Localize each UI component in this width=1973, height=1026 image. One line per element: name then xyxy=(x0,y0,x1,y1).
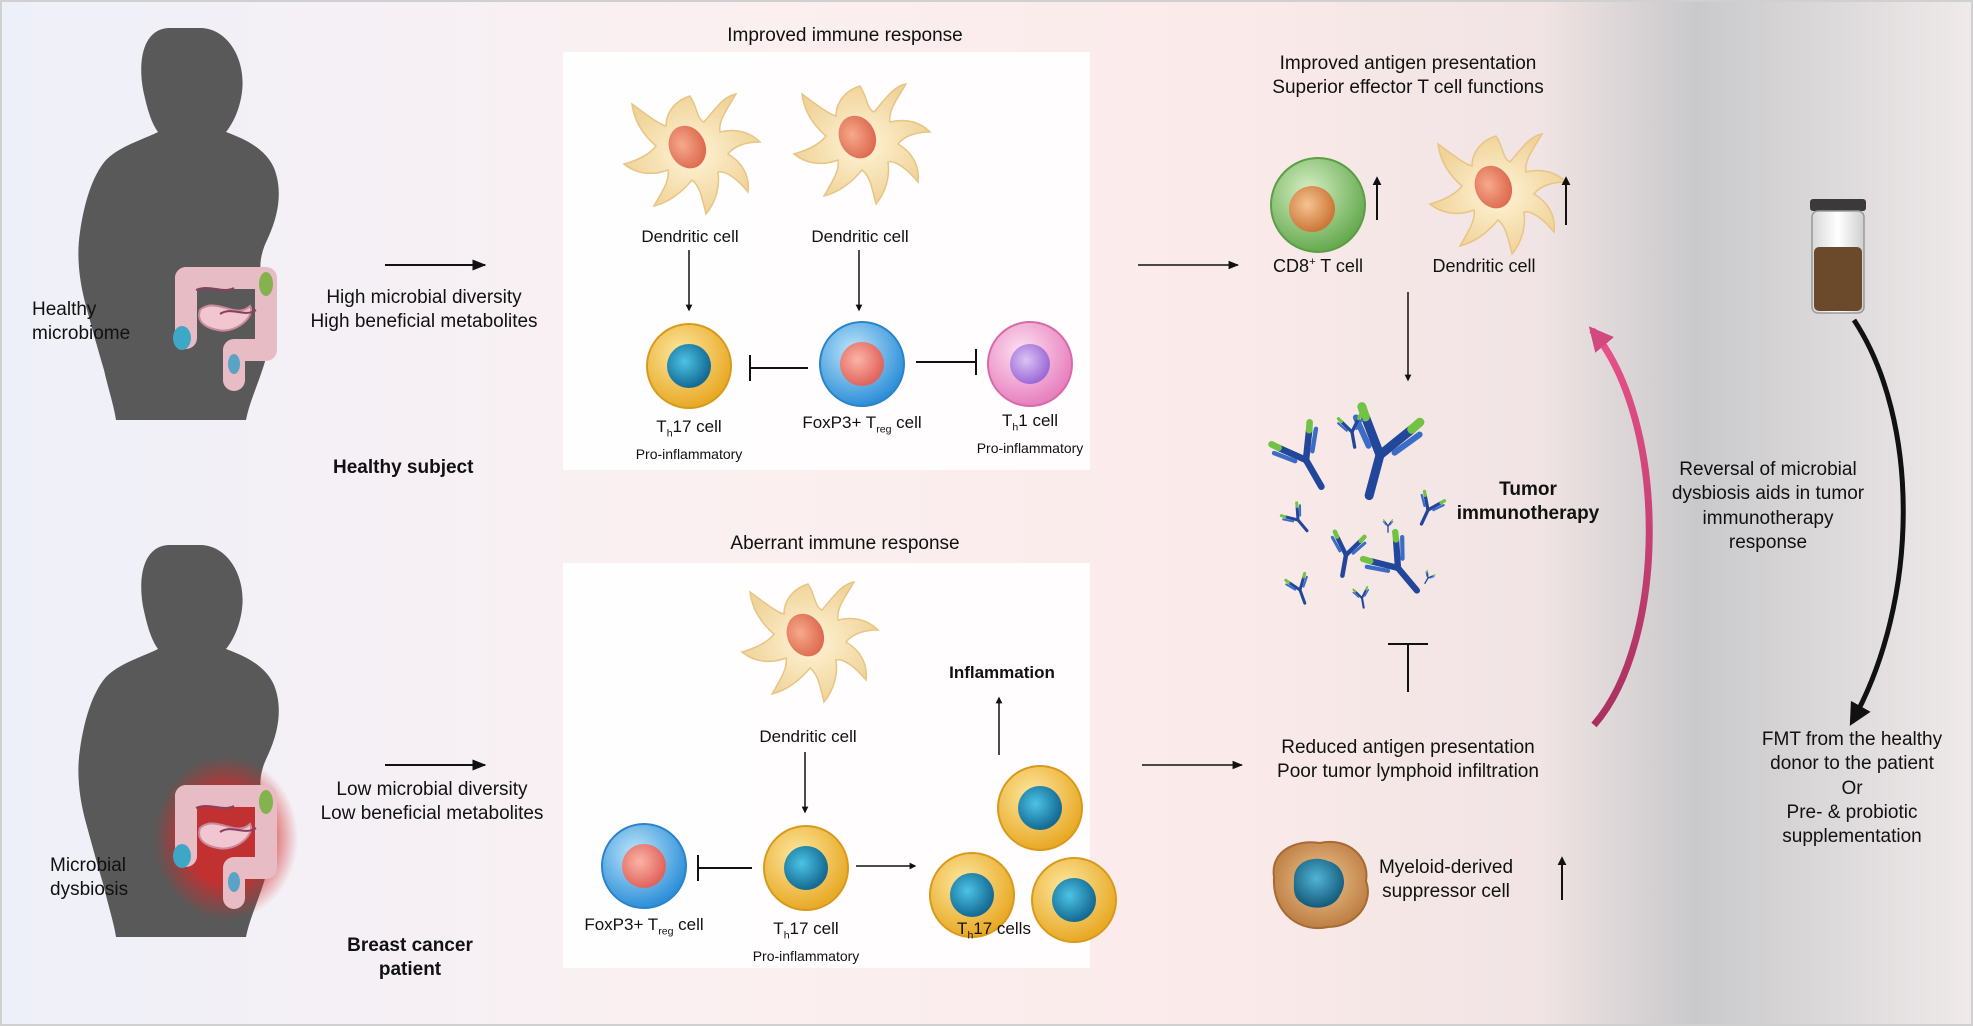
cancer-th17s-sub: h xyxy=(967,929,974,942)
healthy-dc-right-label: Dendritic cell xyxy=(811,227,909,246)
inflammation-label: Inflammation xyxy=(949,663,1055,682)
healthy-th1-label: Th1 cell xyxy=(1002,410,1058,434)
healthy-microbiome-line2: microbiome xyxy=(32,323,131,345)
tumor-line2: immunotherapy xyxy=(1456,503,1600,525)
healthy-microbiome-line1: Healthy xyxy=(32,299,97,320)
healthy-treg-label: FoxP3+ Treg cell xyxy=(802,412,922,436)
cd8-sup: + xyxy=(1309,256,1316,268)
cancer-panel-title: Aberrant immune response xyxy=(730,533,960,554)
healthy-flow-line2: High beneficial metabolites xyxy=(310,311,538,333)
cancer-th17-rest: 17 cell xyxy=(789,919,839,938)
healthy-th17-desc: Pro-inflammatory xyxy=(635,446,743,462)
reduced-line2: Poor tumor lymphoid infiltration xyxy=(1277,761,1539,783)
healthy-treg-sub: reg xyxy=(876,423,892,436)
reduced-outcome-label: Reduced antigen presentation Poor tumor … xyxy=(1277,736,1539,785)
healthy-th17-rest: 17 cell xyxy=(672,417,722,436)
cancer-treg-sub: reg xyxy=(658,925,674,938)
cancer-th17-main: T xyxy=(773,919,784,938)
healthy-subject-label: Healthy subject xyxy=(333,457,474,478)
fmt-line5: supplementation xyxy=(1782,826,1922,848)
healthy-dc-left-label: Dendritic cell xyxy=(641,227,739,246)
mdsc-label: Myeloid-derived suppressor cell xyxy=(1379,856,1513,905)
cancer-treg-main: FoxP3+ T xyxy=(584,915,659,934)
reversal-line2: dysbiosis aids in tumor xyxy=(1671,483,1865,505)
cancer-treg-label: FoxP3+ Treg cell xyxy=(584,914,704,938)
fmt-label: FMT from the healthy donor to the patien… xyxy=(1762,728,1942,850)
patient-label: Breast cancer patient xyxy=(347,934,473,983)
cancer-th17-sub: h xyxy=(783,929,790,942)
cd8-main: CD8 xyxy=(1273,256,1310,276)
cancer-treg-rest: cell xyxy=(673,915,704,934)
fmt-line1: FMT from the healthy xyxy=(1761,729,1943,750)
cancer-th17-label: Th17 cell xyxy=(773,918,839,942)
reversal-label: Reversal of microbial dysbiosis aids in … xyxy=(1672,458,1864,555)
fmt-line4: Pre- & probiotic xyxy=(1786,801,1918,823)
fmt-line2: donor to the patient xyxy=(1770,753,1934,775)
patient-line1: Breast cancer xyxy=(347,935,473,956)
healthy-th17-main: T xyxy=(656,417,667,436)
healthy-th17-label: Th17 cell xyxy=(656,416,722,440)
improved-line1: Improved antigen presentation xyxy=(1279,53,1537,74)
reduced-line1: Reduced antigen presentation xyxy=(1281,737,1535,758)
patient-line2: patient xyxy=(378,959,442,981)
fmt-line3: Or xyxy=(1841,777,1863,799)
healthy-treg-main: FoxP3+ T xyxy=(802,413,877,432)
mdsc-line2: suppressor cell xyxy=(1382,881,1510,903)
cancer-flow-line1: Low microbial diversity xyxy=(336,779,528,800)
healthy-th17-sub: h xyxy=(666,427,673,440)
tumor-immunotherapy-label: Tumor immunotherapy xyxy=(1457,478,1600,527)
dysbiosis-line1: Microbial xyxy=(50,855,127,876)
cd8-rest: T cell xyxy=(1315,256,1363,276)
reversal-line1: Reversal of microbial xyxy=(1679,459,1857,480)
improved-line2: Superior effector T cell functions xyxy=(1272,77,1544,99)
cancer-th17s-main: T xyxy=(957,919,968,938)
healthy-th1-rest: 1 cell xyxy=(1018,411,1058,430)
cancer-flow-label: Low microbial diversity Low beneficial m… xyxy=(321,778,544,827)
healthy-flow-label: High microbial diversity High beneficial… xyxy=(310,286,537,335)
reversal-line4: response xyxy=(1728,531,1808,553)
tumor-line1: Tumor xyxy=(1499,479,1557,500)
healthy-th1-desc: Pro-inflammatory xyxy=(976,440,1084,456)
healthy-treg-rest: cell xyxy=(891,413,922,432)
cancer-th17s-label: Th17 cells xyxy=(957,918,1031,942)
healthy-th1-sub: h xyxy=(1012,421,1019,434)
cancer-flow-line2: Low beneficial metabolites xyxy=(320,803,544,825)
healthy-flow-line1: High microbial diversity xyxy=(326,287,522,308)
healthy-th1-main: T xyxy=(1002,411,1013,430)
improved-outcome-label: Improved antigen presentation Superior e… xyxy=(1272,52,1543,101)
reversal-line3: immunotherapy xyxy=(1702,507,1834,529)
healthy-panel-title: Improved immune response xyxy=(727,25,963,46)
mdsc-line1: Myeloid-derived xyxy=(1378,857,1514,878)
cancer-th17s-rest: 17 cells xyxy=(973,919,1031,938)
cancer-dc-label: Dendritic cell xyxy=(759,727,857,746)
cd8-label: CD8+ T cell xyxy=(1273,255,1363,278)
cancer-th17-desc: Pro-inflammatory xyxy=(752,948,860,964)
outcome-dc-label: Dendritic cell xyxy=(1432,256,1536,276)
healthy-microbiome-label: Healthy microbiome xyxy=(32,298,130,347)
dysbiosis-line2: dysbiosis xyxy=(50,879,129,901)
dysbiosis-label: Microbial dysbiosis xyxy=(50,854,128,903)
